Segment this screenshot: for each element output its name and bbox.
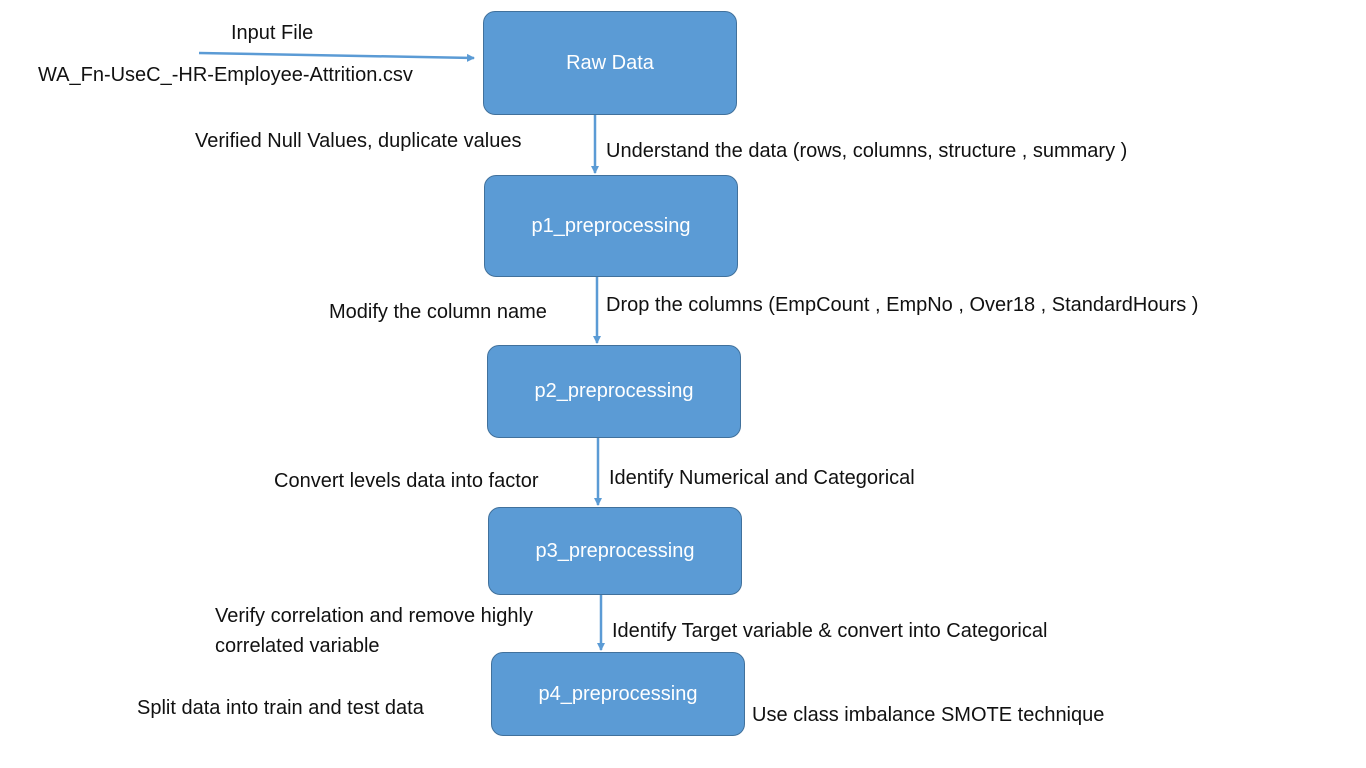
step-p4-left: Split data into train and test data <box>137 697 424 719</box>
input-arrow <box>198 51 475 62</box>
step-raw-to-p1-right: Understand the data (rows, columns, stru… <box>606 140 1128 162</box>
node-p3-preprocessing: p3_preprocessing <box>488 507 742 595</box>
node-p1-preprocessing: p1_preprocessing <box>484 175 738 277</box>
node-p2-preprocessing: p2_preprocessing <box>487 345 741 438</box>
step-p4-right: Use class imbalance SMOTE technique <box>752 704 1105 726</box>
step-p2-to-p3-right: Identify Numerical and Categorical <box>609 467 915 489</box>
input-file-name: WA_Fn-UseC_-HR-Employee-Attrition.csv <box>38 64 413 86</box>
node-raw-data: Raw Data <box>483 11 737 115</box>
step-raw-to-p1-left: Verified Null Values, duplicate values <box>195 130 522 152</box>
step-p1-to-p2-left: Modify the column name <box>329 301 547 323</box>
step-p3-to-p4-right: Identify Target variable & convert into … <box>612 620 1048 642</box>
step-p3-to-p4-left: Verify correlation and remove highly cor… <box>215 605 533 657</box>
node-p4-preprocessing: p4_preprocessing <box>491 652 745 736</box>
step-p1-to-p2-right: Drop the columns (EmpCount , EmpNo , Ove… <box>606 294 1199 316</box>
input-file-title: Input File <box>231 22 314 44</box>
step-p2-to-p3-left: Convert levels data into factor <box>274 470 539 492</box>
